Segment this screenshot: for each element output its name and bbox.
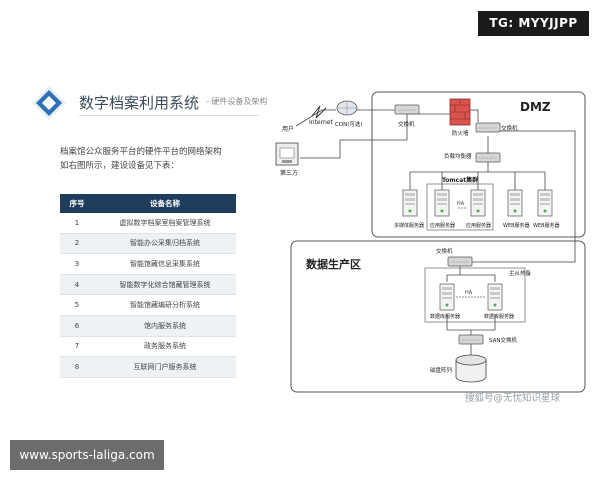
- row-device: 政务服务系统: [94, 336, 236, 358]
- app-server-label: 应用服务器: [466, 222, 491, 229]
- lightning-icon: [311, 105, 327, 119]
- third-party-icon: [275, 142, 299, 166]
- row-device: 馆内服务系统: [94, 315, 236, 337]
- firewall-label: 防火墙: [452, 129, 469, 137]
- web-server-icon: [537, 189, 553, 217]
- dmz-zone-label: DMZ: [520, 100, 551, 114]
- row-device: 智能数字化综合馆藏管理系统: [94, 274, 236, 296]
- row-no: 8: [60, 356, 94, 378]
- row-device: 智能馆藏信息采集系统: [94, 253, 236, 275]
- dmz-zone: [371, 91, 586, 238]
- san-switch-icon: [458, 334, 484, 345]
- row-no: 3: [60, 253, 94, 275]
- row-no: 6: [60, 315, 94, 337]
- site-banner: www.sports-laliga.com: [10, 440, 164, 470]
- dmz-switch-icon: [475, 122, 501, 133]
- data-production-zone: [290, 240, 586, 393]
- table-header-row: 序号 设备名称: [60, 194, 236, 213]
- slide-title: 数字档案利用系统: [79, 94, 200, 112]
- app-server-icon: [434, 189, 450, 217]
- top-switch-icon: [394, 104, 420, 115]
- ha-db-label: HA: [465, 290, 473, 296]
- row-no: 2: [60, 233, 94, 255]
- db-server-label: 数据库服务器: [430, 313, 460, 320]
- dmz-switch-label: 交换机: [501, 124, 518, 132]
- load-balancer-icon: [475, 152, 501, 163]
- db-server-label: 数据库服务器: [484, 313, 514, 320]
- disk-array-label: 磁盘阵列: [430, 366, 453, 374]
- app-server-label: 应用服务器: [430, 222, 455, 229]
- description-line: 档案馆公众服务平台的硬件平台的网络架构: [60, 147, 222, 157]
- db-server-icon: [439, 283, 455, 311]
- multimedia-server-label: 多媒体服务器: [394, 222, 424, 229]
- row-no: 5: [60, 294, 94, 316]
- user-label: 用户: [282, 125, 294, 133]
- cdn-icon: [336, 100, 358, 116]
- tomcat-cluster-label: Tomcat集群: [442, 176, 478, 184]
- row-device: 智能办公采集归档系统: [94, 233, 236, 255]
- description-line: 如右图所示，建设设备见下表：: [60, 161, 180, 171]
- data-zone-label: 数据生产区: [306, 257, 361, 271]
- header-device-name: 设备名称: [94, 194, 236, 213]
- web-server-label: WEB服务器: [503, 222, 530, 229]
- san-switch-label: SAN交换机: [489, 336, 517, 344]
- load-balancer-label: 负载均衡器: [444, 152, 472, 160]
- row-device: 互联网门户服务系统: [94, 356, 236, 378]
- slide-description: 档案馆公众服务平台的硬件平台的网络架构 如右图所示，建设设备见下表：: [60, 145, 250, 173]
- slide-subtitle: - 硬件设备及架构: [206, 97, 268, 106]
- row-no: 4: [60, 274, 94, 296]
- firewall-icon: [449, 98, 471, 126]
- data-switch-label: 交换机: [436, 247, 453, 255]
- web-server-icon: [507, 189, 523, 217]
- watermark: 搜狐号@无忧知识星球: [465, 393, 561, 404]
- master-slave-box: [424, 267, 526, 323]
- slide-logo-icon: [32, 86, 66, 120]
- master-slave-label: 主从热备: [509, 269, 532, 277]
- ha-label: HA: [457, 201, 465, 207]
- row-device: 智能馆藏编研分析系统: [94, 294, 236, 316]
- row-no: 1: [60, 213, 94, 234]
- connection-lines: [295, 109, 576, 356]
- corner-tag: TG: MYYJJPP: [478, 11, 589, 36]
- cdn-label: CDN(可选): [335, 120, 362, 128]
- top-switch-label: 交换机: [398, 120, 415, 128]
- disk-array-icon: [455, 354, 487, 383]
- row-no: 7: [60, 336, 94, 358]
- header-no: 序号: [60, 194, 94, 213]
- tomcat-cluster-box: [426, 183, 494, 231]
- multimedia-server-icon: [402, 189, 418, 217]
- title-divider: [79, 115, 259, 116]
- row-device: 虚拟数字档案室档案管理系统: [94, 213, 236, 234]
- db-server-icon: [487, 283, 503, 311]
- third-party-label: 第三方: [280, 169, 298, 177]
- data-switch-icon: [447, 256, 473, 267]
- app-server-icon: [470, 189, 486, 217]
- internet-label: Internet: [309, 119, 333, 126]
- web-server-label: WEB服务器: [533, 222, 560, 229]
